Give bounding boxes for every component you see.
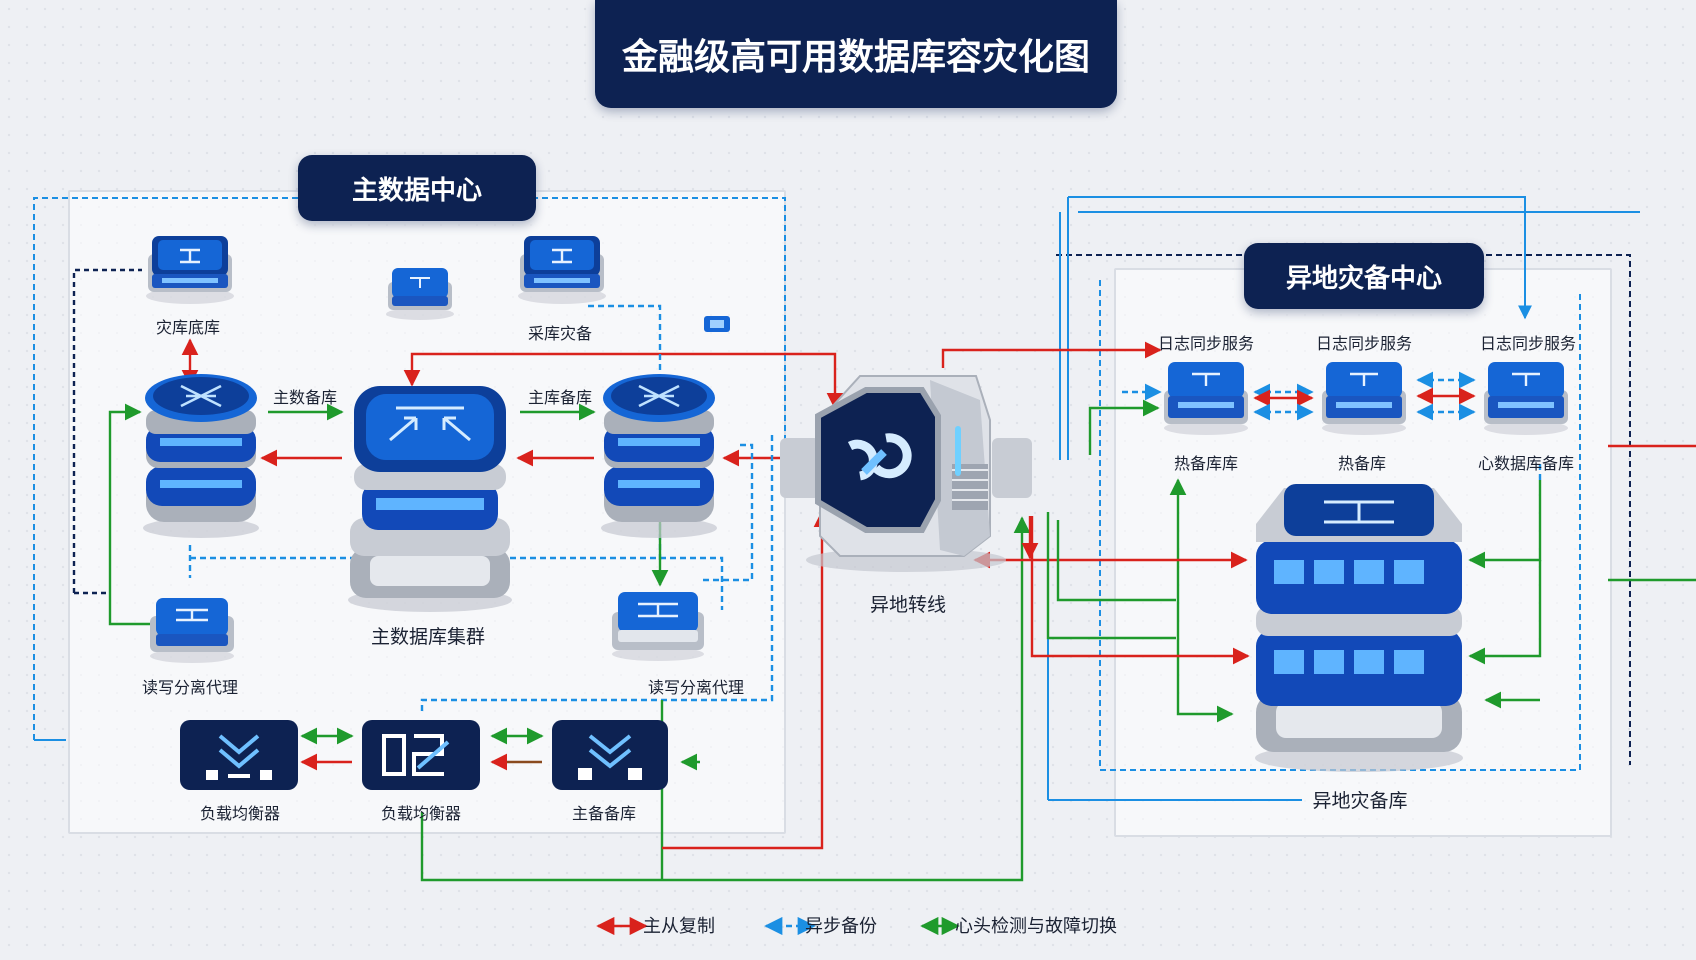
lb3-icon[interactable] bbox=[552, 720, 668, 790]
page-title: 金融级高可用数据库容灾化图 bbox=[595, 0, 1117, 108]
core-label: 心数据库备库 bbox=[1477, 456, 1575, 473]
legend-item-heartbeat: 心头检测与故障切换 bbox=[955, 916, 1117, 936]
remote-db-label: 异地灾备库 bbox=[1312, 791, 1408, 812]
lb3-label: 主备备库 bbox=[571, 806, 637, 823]
sync1-box-icon[interactable] bbox=[1158, 356, 1254, 436]
cluster-label: 主数据库集群 bbox=[370, 627, 486, 648]
warm-label: 热备库 bbox=[1337, 456, 1387, 473]
main-cluster-icon[interactable] bbox=[340, 378, 520, 614]
sync2-box-icon[interactable] bbox=[1316, 356, 1412, 436]
legend-item-async-backup: 异步备份 bbox=[805, 916, 877, 936]
lb2-label: 负载均衡器 bbox=[380, 806, 462, 823]
sync3-label: 日志同步服务 bbox=[1479, 336, 1577, 353]
proxy-right-icon[interactable] bbox=[606, 584, 710, 662]
hot-label: 热备库库 bbox=[1173, 456, 1239, 473]
lb1-icon[interactable] bbox=[180, 720, 298, 790]
disaster-db-box-icon[interactable] bbox=[140, 228, 240, 304]
sync1-label: 日志同步服务 bbox=[1157, 336, 1255, 353]
link-left-label: 主数备库 bbox=[272, 390, 338, 407]
legend: 主从复制 异步备份 心头检测与故障切换 bbox=[0, 912, 1696, 938]
link-right-label: 主库备库 bbox=[527, 390, 593, 407]
proxy-left-icon[interactable] bbox=[144, 592, 240, 664]
sync2-label: 日志同步服务 bbox=[1315, 336, 1413, 353]
remote-db-stack-icon[interactable] bbox=[1244, 480, 1474, 774]
left-db-cylinder-icon[interactable] bbox=[138, 370, 264, 540]
lb1-label: 负载均衡器 bbox=[199, 806, 281, 823]
backup-box-icon[interactable] bbox=[512, 228, 612, 304]
small-node-icon[interactable] bbox=[380, 262, 460, 320]
primary-dc-heading: 主数据中心 bbox=[298, 155, 536, 221]
disaster-db-label: 灾库底库 bbox=[155, 320, 221, 337]
hub-label: 异地转线 bbox=[869, 595, 947, 616]
right-db-cylinder-icon[interactable] bbox=[596, 370, 722, 540]
lb2-icon[interactable] bbox=[362, 720, 480, 790]
sync3-box-icon[interactable] bbox=[1478, 356, 1574, 436]
proxy-right-label: 读写分离代理 bbox=[647, 680, 745, 697]
remote-dc-heading: 异地灾备中心 bbox=[1244, 243, 1484, 309]
hub-transfer-icon[interactable] bbox=[780, 360, 1032, 576]
legend-item-replication: 主从复制 bbox=[643, 916, 715, 936]
proxy-left-label: 读写分离代理 bbox=[141, 680, 239, 697]
small-gear-icon bbox=[704, 316, 730, 332]
backup-small-label: 采库灾备 bbox=[527, 326, 593, 343]
